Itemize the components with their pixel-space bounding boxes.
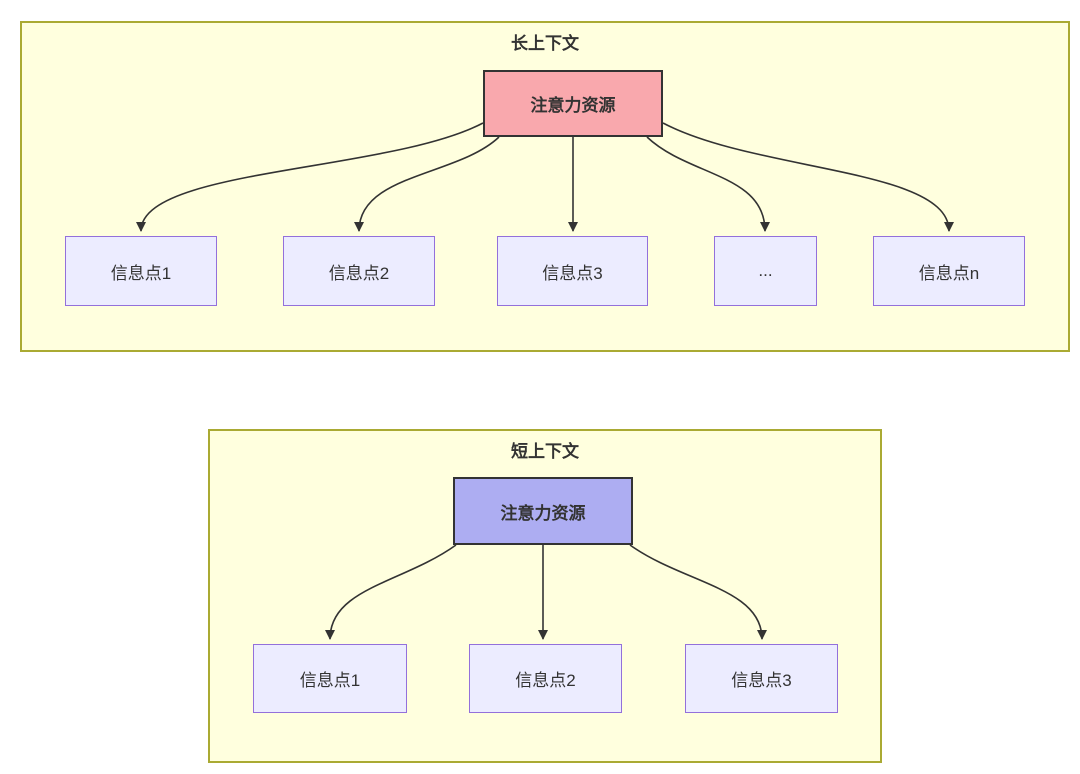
- short-info-node-2: 信息点2: [469, 644, 622, 713]
- short-info-node-3-label: 信息点3: [731, 671, 792, 690]
- long-info-node-ellipsis: ...: [714, 236, 817, 306]
- long-info-node-2-label: 信息点2: [328, 263, 390, 283]
- long-info-node-n-label: 信息点n: [918, 263, 980, 283]
- long-info-node-3-label: 信息点3: [542, 263, 603, 283]
- long-info-node-n: 信息点n: [873, 236, 1025, 306]
- short-info-node-1-label: 信息点1: [299, 671, 361, 690]
- long-info-node-ellipsis-label: ...: [758, 261, 773, 280]
- short-context-title: 短上下文: [511, 442, 579, 461]
- short-attention-resource-label: 注意力资源: [500, 503, 586, 523]
- long-info-node-1-label: 信息点1: [110, 263, 172, 283]
- short-attention-resource-node: 注意力资源: [453, 477, 633, 545]
- long-info-node-2: 信息点2: [283, 236, 435, 306]
- long-attention-resource-label: 注意力资源: [530, 96, 616, 115]
- short-info-node-2-label: 信息点2: [515, 671, 576, 690]
- long-attention-resource-node: 注意力资源: [483, 70, 663, 137]
- long-context-title: 长上下文: [511, 34, 579, 53]
- short-info-node-1: 信息点1: [253, 644, 407, 713]
- long-info-node-1: 信息点1: [65, 236, 217, 306]
- short-info-node-3: 信息点3: [685, 644, 838, 713]
- long-info-node-3: 信息点3: [497, 236, 648, 306]
